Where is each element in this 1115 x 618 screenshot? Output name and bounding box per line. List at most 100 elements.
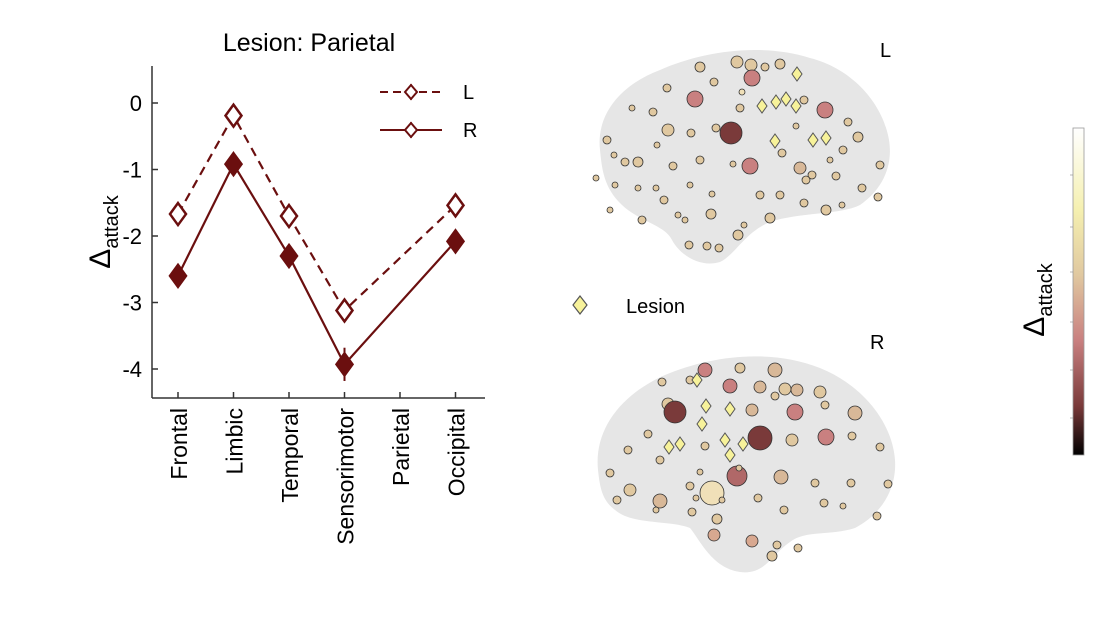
brain-node <box>816 101 834 119</box>
series-layer <box>168 102 466 381</box>
brain-node <box>711 123 721 133</box>
brain-node <box>661 123 675 137</box>
brain-node <box>747 425 773 451</box>
brain-node <box>740 221 748 229</box>
brain-node <box>718 496 726 504</box>
brain-node <box>709 77 719 87</box>
brain-node <box>653 141 661 149</box>
brain-node <box>766 550 778 562</box>
brain-node <box>652 184 660 192</box>
colorbar-label-symbol: Δ <box>1018 317 1051 337</box>
lesion-marker <box>724 447 736 463</box>
brain-nodes-left <box>592 55 885 253</box>
brain-node <box>730 55 744 69</box>
y-tick-label: -4 <box>122 357 142 382</box>
brain-node <box>839 502 847 510</box>
brain-node <box>738 88 746 96</box>
brain-node <box>623 445 633 455</box>
y-tick-label: -3 <box>122 291 142 316</box>
brain-node <box>873 192 883 202</box>
brain-node <box>807 170 817 180</box>
brain-node <box>634 184 642 192</box>
brain-node <box>745 534 759 548</box>
brain-node <box>674 211 682 219</box>
x-tick-label: Sensorimotor <box>333 408 359 545</box>
brain-node <box>686 181 694 189</box>
brain-node <box>760 62 770 72</box>
brain-node <box>659 195 669 205</box>
brain-node <box>778 382 792 396</box>
brain-node <box>755 190 765 200</box>
series-r <box>168 151 466 381</box>
brain-node <box>632 156 644 168</box>
brain-node <box>743 69 761 87</box>
x-tick-label: Occipital <box>444 408 470 496</box>
lesion-marker <box>700 398 712 414</box>
brain-node <box>872 511 882 521</box>
x-tick-label: Limbic <box>222 408 248 474</box>
brain-node <box>734 362 746 374</box>
lesion-marker <box>820 130 832 146</box>
lesion-marker <box>791 66 803 82</box>
data-point <box>334 351 355 378</box>
brain-node <box>687 507 697 517</box>
brain-node <box>779 505 789 515</box>
brain-node <box>847 405 863 421</box>
brain-node <box>732 229 744 241</box>
brain-node <box>719 121 743 145</box>
data-point <box>445 228 466 255</box>
brain-node <box>831 171 841 181</box>
svg-text:Δattack: Δattack <box>84 194 123 268</box>
brain-node <box>764 212 776 224</box>
colorbar-label: Δattack <box>1018 262 1057 336</box>
brain-node <box>875 160 885 170</box>
brain-node <box>753 493 763 503</box>
brain-node <box>846 478 856 488</box>
brain-node <box>655 455 665 465</box>
brain-node <box>663 400 687 424</box>
lesion-legend: Lesion <box>572 295 685 318</box>
brain-node <box>711 513 723 525</box>
brain-node <box>648 107 658 117</box>
brain-node <box>753 380 767 394</box>
series-l <box>168 102 466 324</box>
y-tick-label: 0 <box>130 91 142 116</box>
brain-node <box>745 403 759 417</box>
y-axis-label: Δattack <box>84 194 123 268</box>
brain-node <box>792 122 800 130</box>
brain-node <box>637 215 647 225</box>
brain-node <box>857 183 867 193</box>
brain-node <box>694 61 706 73</box>
brain-node <box>612 495 622 505</box>
brain-node <box>875 442 885 452</box>
brain-node <box>774 58 786 70</box>
brain-node <box>714 243 724 253</box>
brain-node <box>684 240 694 250</box>
chart-title: Lesion: Parietal <box>223 29 395 57</box>
brain-node <box>744 58 758 72</box>
lesion-marker <box>696 416 708 432</box>
lesion-marker <box>790 98 802 114</box>
brain-node <box>735 464 743 472</box>
lesion-marker <box>691 372 703 388</box>
colorbar-gradient <box>1072 127 1085 456</box>
brain-silhouette-left <box>599 49 890 264</box>
brain-node <box>799 198 809 208</box>
data-point <box>279 202 299 230</box>
brain-node <box>620 157 630 167</box>
brain-node <box>606 206 614 214</box>
lesion-marker <box>719 432 731 448</box>
data-point <box>168 262 188 290</box>
brain-node <box>592 174 600 182</box>
brain-node <box>820 400 830 410</box>
brain-node <box>785 433 799 447</box>
lesion-marker <box>780 91 792 107</box>
data-point <box>334 297 355 324</box>
lesion-marker <box>769 133 781 149</box>
brain-nodes-right <box>605 362 893 562</box>
brain-node <box>702 241 712 251</box>
brain-maps-panel: L R Lesion Δattack <box>572 40 1085 573</box>
lesion-legend-label: Lesion <box>626 296 685 318</box>
lesion-marker <box>807 132 819 148</box>
brain-node <box>729 160 737 168</box>
